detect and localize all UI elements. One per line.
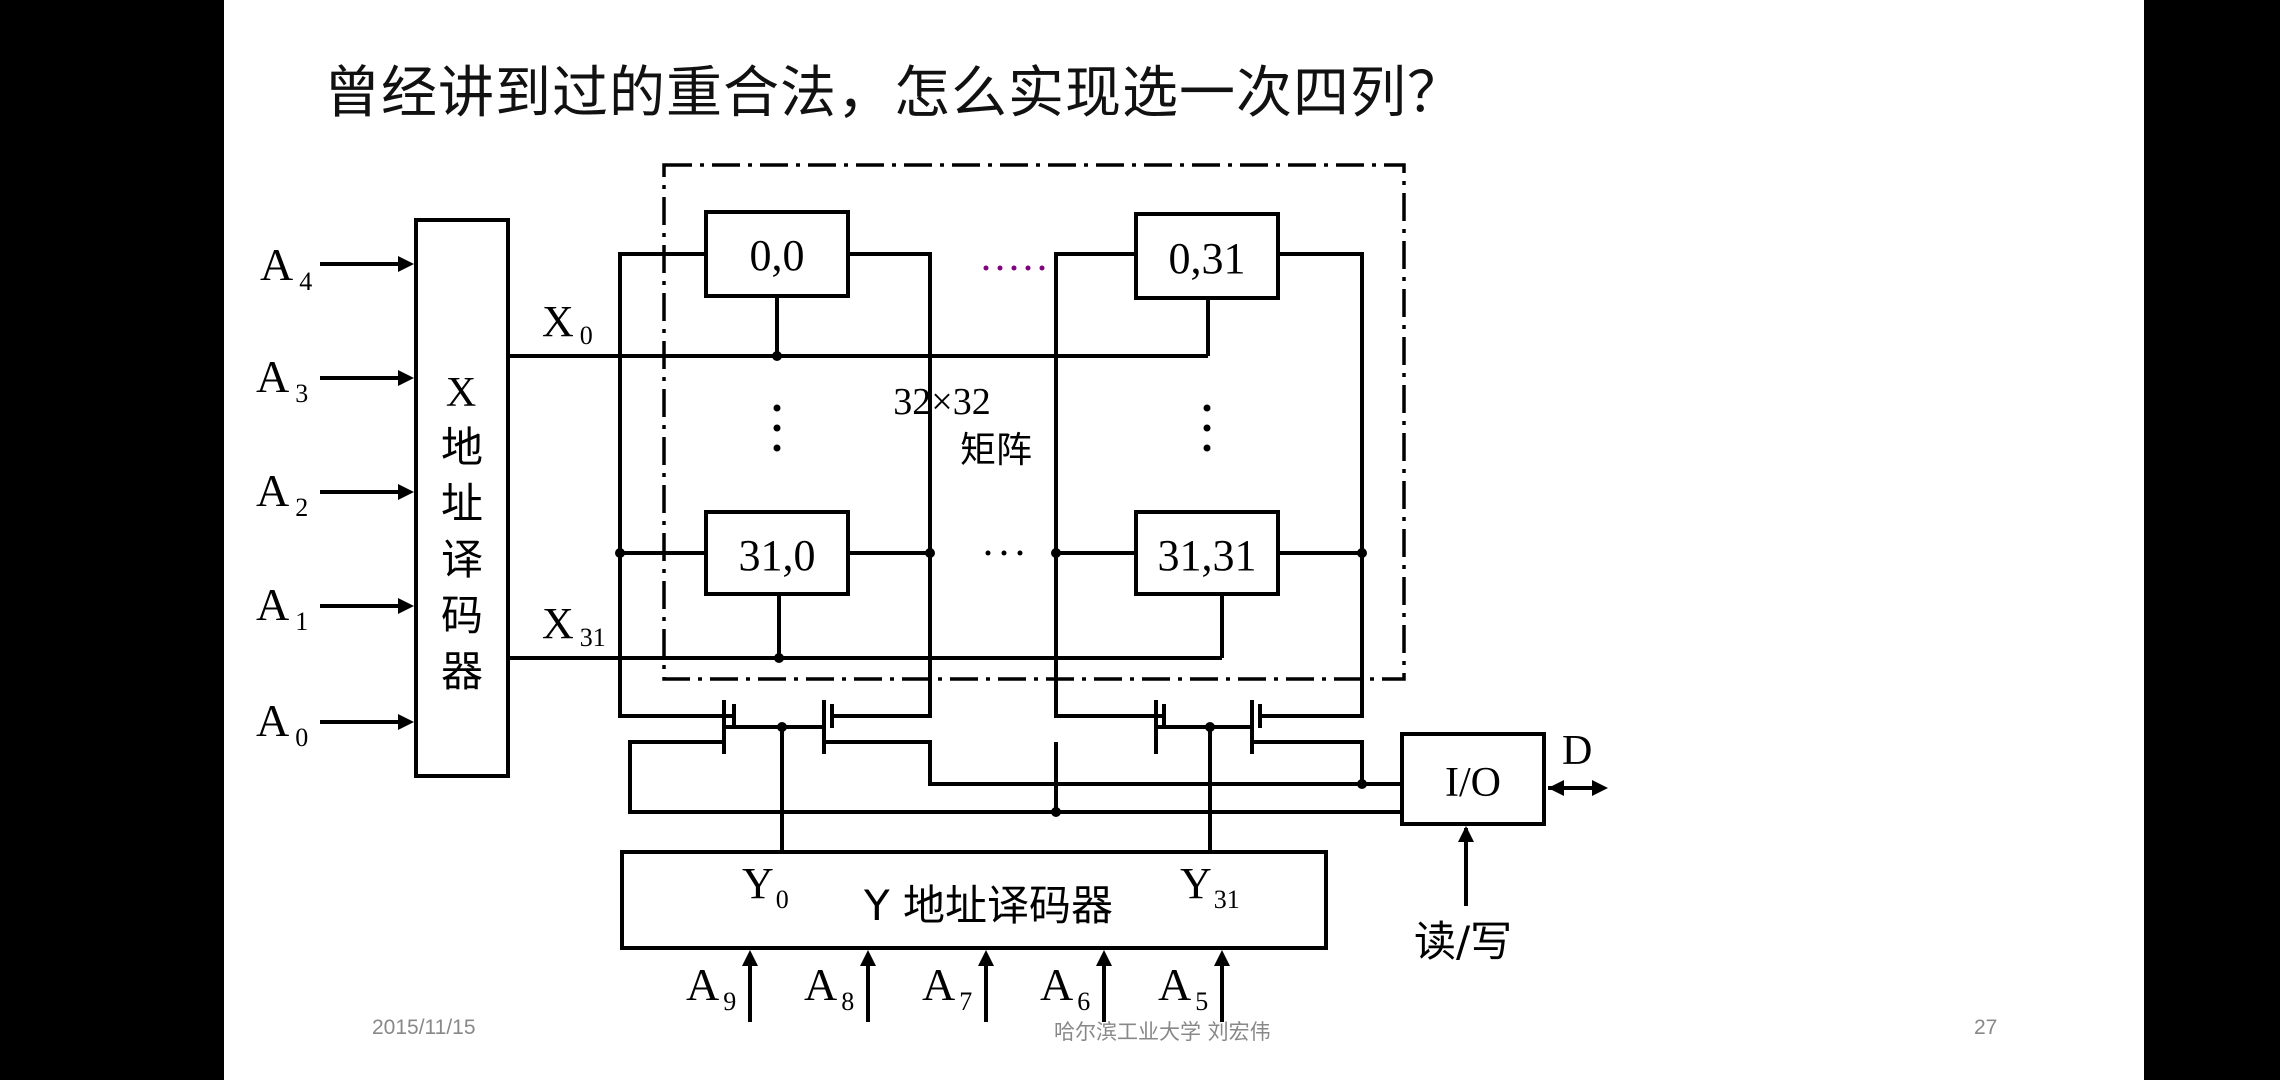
arrowheads [398, 256, 1608, 966]
cell-label-31-31: 31,31 [1158, 531, 1257, 580]
matrix-boundary [662, 163, 1406, 681]
cell-label-31-0: 31,0 [739, 531, 816, 580]
read-write-label: 读/写 [1414, 917, 1512, 966]
footer-date: 2015/11/15 [372, 1016, 476, 1039]
cell-label-0-0: 0,0 [750, 231, 805, 280]
arrowhead-a8 [860, 950, 876, 966]
junction-dot [1051, 548, 1061, 558]
junction-dot [1051, 807, 1061, 817]
vertical-ellipsis-dot [773, 424, 781, 432]
data-d-label: D [1562, 728, 1592, 774]
slide-title: 曾经讲到过的重合法，怎么实现选一次四列？ [324, 61, 1464, 126]
arrowhead-a2 [398, 484, 414, 500]
arrowhead-a4 [398, 256, 414, 272]
arrowhead-a5 [1214, 950, 1230, 966]
arrowhead-a7 [978, 950, 994, 966]
matrix-size-label: 32×32 [893, 381, 990, 423]
junction-dot [777, 722, 787, 732]
junction-dot [1357, 779, 1367, 789]
data-bus-a [628, 740, 1402, 814]
slide: 曾经讲到过的重合法，怎么实现选一次四列？ [224, 0, 2144, 1080]
y-decoder-label: Y 地址译码器 [863, 881, 1113, 930]
memory-array-diagram: A4 A3 A2 A1 A0 X 地 址 译 码 器 X0 X31 0,0 0,… [256, 163, 1608, 1022]
matrix-name-label: 矩阵 [960, 430, 1032, 471]
vertical-ellipsis-dot [773, 404, 781, 412]
bitline-right-b [1260, 252, 1364, 718]
junction-dot [1357, 548, 1367, 558]
junction-dot [1205, 722, 1215, 732]
bitline-left-b [832, 252, 932, 718]
junction-dot [774, 653, 784, 663]
bitline-right-a [1054, 252, 1164, 718]
junction-dot [925, 548, 935, 558]
x-decoder-box [414, 218, 510, 778]
bitline-left-a [618, 252, 734, 718]
horizontal-ellipsis-dot [985, 550, 991, 556]
arrowhead-a6 [1096, 950, 1112, 966]
x-decoder-char: 器 [441, 647, 483, 696]
vertical-ellipsis-dot [773, 444, 781, 452]
wiring [320, 163, 1604, 1022]
y0-label: Y0 [742, 859, 789, 914]
x-decoder-label: X 地 址 译 码 器 [441, 370, 483, 696]
x-decoder-char: 址 [441, 479, 483, 528]
vertical-ellipsis-dot [1203, 444, 1211, 452]
x-decoder-char: 地 [441, 423, 483, 472]
horizontal-ellipsis-dot [1039, 265, 1045, 271]
arrowhead-a1 [398, 598, 414, 614]
horizontal-ellipsis-dot [1017, 550, 1023, 556]
vertical-ellipsis-dot [1203, 424, 1211, 432]
junction-dot [615, 548, 625, 558]
io-label: I/O [1445, 760, 1501, 806]
horizontal-ellipsis-dot [1011, 265, 1017, 271]
arrowhead-d-right [1592, 780, 1608, 796]
data-bus-b [824, 740, 1402, 786]
horizontal-ellipsis-dot [997, 265, 1003, 271]
footer-author: 哈尔滨工业大学 刘宏伟 [1054, 1020, 1271, 1044]
data-bus-b-drop [1252, 740, 1364, 784]
junction-dot [772, 351, 782, 361]
arrowhead-a0 [398, 714, 414, 730]
arrowhead-a3 [398, 370, 414, 386]
arrowhead-rw [1458, 826, 1474, 842]
cell-label-0-31: 0,31 [1169, 234, 1246, 283]
top-ellipsis [983, 265, 1045, 271]
x-decoder-char: 译 [441, 535, 483, 584]
io-box [1400, 732, 1546, 826]
footer-page-number: 27 [1974, 1016, 1998, 1039]
cell-labels: 0,0 0,31 31,0 31,31 [739, 231, 1257, 580]
arrowhead-a9 [742, 950, 758, 966]
y31-label: Y31 [1180, 859, 1240, 914]
horizontal-ellipsis-dot [1025, 265, 1031, 271]
vertical-ellipsis-dot [1203, 404, 1211, 412]
x-decoder-char: X [446, 370, 476, 416]
x-decoder-char: 码 [441, 591, 483, 640]
horizontal-ellipsis-dot [1001, 550, 1007, 556]
horizontal-ellipsis-dot [983, 265, 989, 271]
y-decoder-box [620, 850, 1328, 950]
arrowhead-d-left [1548, 780, 1564, 796]
